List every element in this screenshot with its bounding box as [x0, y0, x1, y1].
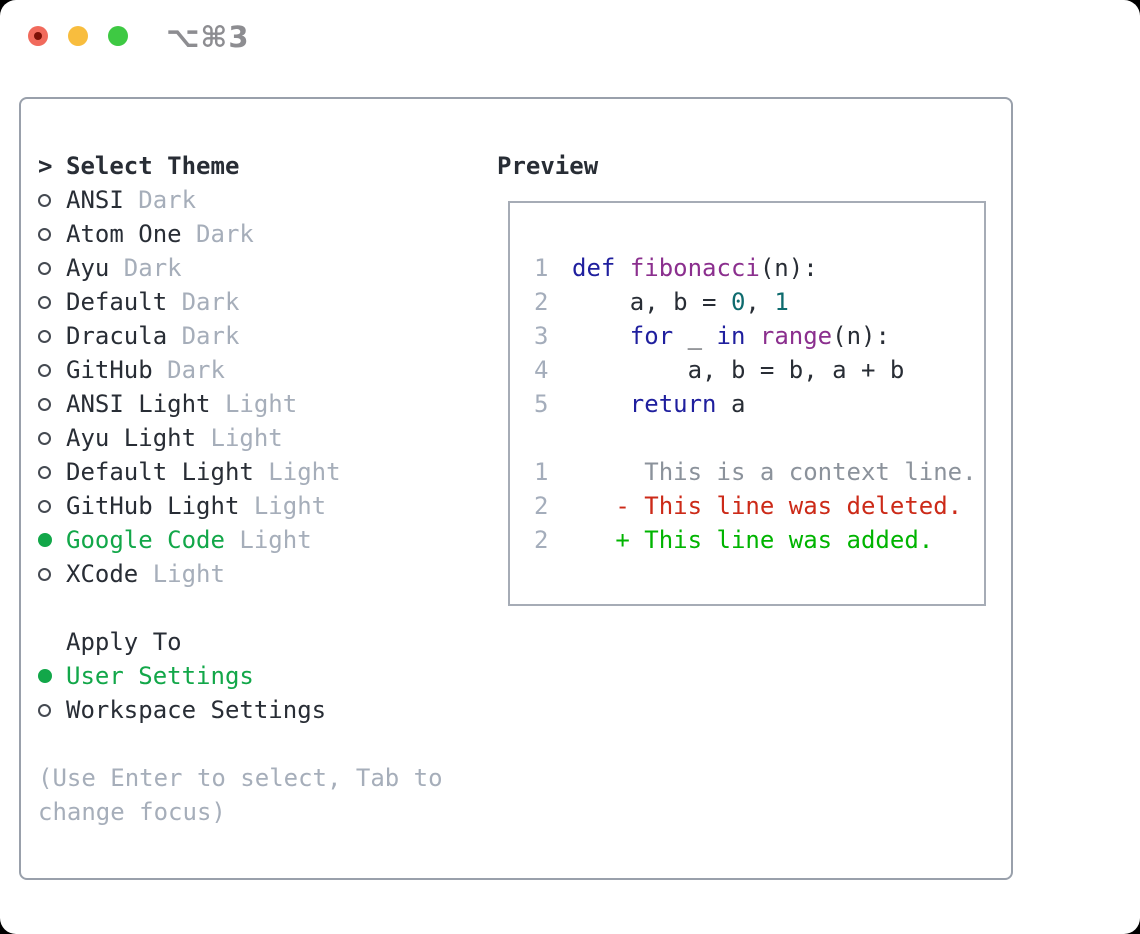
theme-option-ayu[interactable]: Ayu Dark — [38, 251, 483, 285]
minimize-button-icon[interactable] — [68, 26, 88, 46]
theme-variant-label: Light — [210, 390, 298, 418]
theme-variant-label: Dark — [109, 254, 182, 282]
theme-variant-label: Dark — [123, 186, 197, 214]
theme-option-label: Atom One Dark — [66, 220, 254, 248]
diff-block: 1 This is a context line.2 - This line w… — [534, 455, 984, 557]
radio-icon — [38, 329, 51, 343]
radio-icon — [38, 397, 51, 411]
theme-option-github-light[interactable]: GitHub Light Light — [38, 489, 483, 523]
code-line: 2 a, b = 0, 1 — [534, 285, 984, 319]
radio-selected-icon — [38, 533, 52, 547]
theme-option-default[interactable]: Default Dark — [38, 285, 483, 319]
theme-variant-label: Light — [196, 424, 283, 452]
diff-line-added: 2 + This line was added. — [534, 523, 984, 557]
theme-variant-label: Dark — [181, 220, 254, 248]
prompt-arrow-icon: > — [38, 152, 53, 180]
theme-variant-label: Light — [138, 560, 225, 588]
theme-option-atom-one[interactable]: Atom One Dark — [38, 217, 483, 251]
theme-option-default-light[interactable]: Default Light Light — [38, 455, 483, 489]
theme-option-dracula[interactable]: Dracula Dark — [38, 319, 483, 353]
maximize-button-icon[interactable] — [108, 26, 128, 46]
line-number: 3 — [534, 322, 549, 350]
line-number: 1 — [534, 458, 549, 486]
theme-option-label: ANSI Dark — [66, 186, 197, 214]
theme-option-ayu-light[interactable]: Ayu Light Light — [38, 421, 483, 455]
window-shortcut-label: ⌥⌘3 — [166, 20, 250, 54]
page-title: Select Theme — [66, 152, 240, 180]
radio-icon — [38, 193, 51, 207]
theme-variant-label: Light — [239, 492, 327, 520]
theme-option-label: Google Code Light — [66, 526, 312, 554]
theme-option-label: Default Dark — [66, 288, 240, 316]
radio-icon — [38, 567, 51, 581]
theme-option-label: ANSI Light Light — [66, 390, 298, 418]
line-number: 4 — [534, 356, 549, 384]
apply-option-label: User Settings — [66, 662, 254, 690]
radio-icon — [38, 431, 51, 445]
theme-option-google-code[interactable]: Google Code Light — [38, 523, 483, 557]
theme-option-xcode[interactable]: XCode Light — [38, 557, 483, 591]
code-line: 4 a, b = b, a + b — [534, 353, 984, 387]
radio-selected-icon — [38, 669, 52, 683]
apply-option-label: Workspace Settings — [66, 696, 327, 724]
titlebar: ⌥⌘3 — [0, 0, 1140, 72]
radio-icon — [38, 499, 51, 513]
apply-option-user-settings[interactable]: User Settings — [38, 659, 483, 693]
line-number: 2 — [534, 288, 549, 316]
code-line: 5 return a — [534, 387, 984, 421]
apply-option-workspace-settings[interactable]: Workspace Settings — [38, 693, 483, 727]
select-theme-header: > Select Theme — [38, 149, 483, 183]
blank-line — [534, 421, 984, 455]
theme-variant-label: Dark — [167, 322, 240, 350]
theme-variant-label: Dark — [167, 288, 240, 316]
radio-icon — [38, 465, 51, 479]
radio-icon — [38, 703, 51, 717]
theme-option-github[interactable]: GitHub Dark — [38, 353, 483, 387]
close-button-icon[interactable] — [28, 26, 48, 46]
diff-line-context: 1 This is a context line. — [534, 455, 984, 489]
preview-title: Preview — [497, 152, 599, 180]
theme-option-label: Ayu Dark — [66, 254, 182, 282]
theme-variant-label: Light — [224, 526, 312, 554]
line-number: 5 — [534, 390, 549, 418]
help-text: (Use Enter to select, Tab to change focu… — [38, 764, 443, 826]
radio-icon — [38, 227, 51, 241]
apply-to-title: Apply To — [66, 628, 182, 656]
theme-option-label: GitHub Dark — [66, 356, 225, 384]
theme-variant-label: Light — [253, 458, 341, 486]
theme-option-label: Dracula Dark — [66, 322, 240, 350]
theme-option-label: GitHub Light Light — [66, 492, 327, 520]
theme-option-ansi[interactable]: ANSI Dark — [38, 183, 483, 217]
diff-line-deleted: 2 - This line was deleted. — [534, 489, 984, 523]
theme-option-label: Ayu Light Light — [66, 424, 283, 452]
theme-option-ansi-light[interactable]: ANSI Light Light — [38, 387, 483, 421]
theme-option-label: Default Light Light — [66, 458, 341, 486]
theme-variant-label: Dark — [152, 356, 225, 384]
radio-icon — [38, 261, 51, 275]
line-number: 2 — [534, 492, 549, 520]
traffic-lights — [28, 26, 128, 46]
theme-option-label: XCode Light — [66, 560, 225, 588]
line-number: 2 — [534, 526, 549, 554]
radio-icon — [38, 363, 51, 377]
line-number: 1 — [534, 254, 549, 282]
radio-icon — [38, 295, 51, 309]
code-line: 3 for _ in range(n): — [534, 319, 984, 353]
